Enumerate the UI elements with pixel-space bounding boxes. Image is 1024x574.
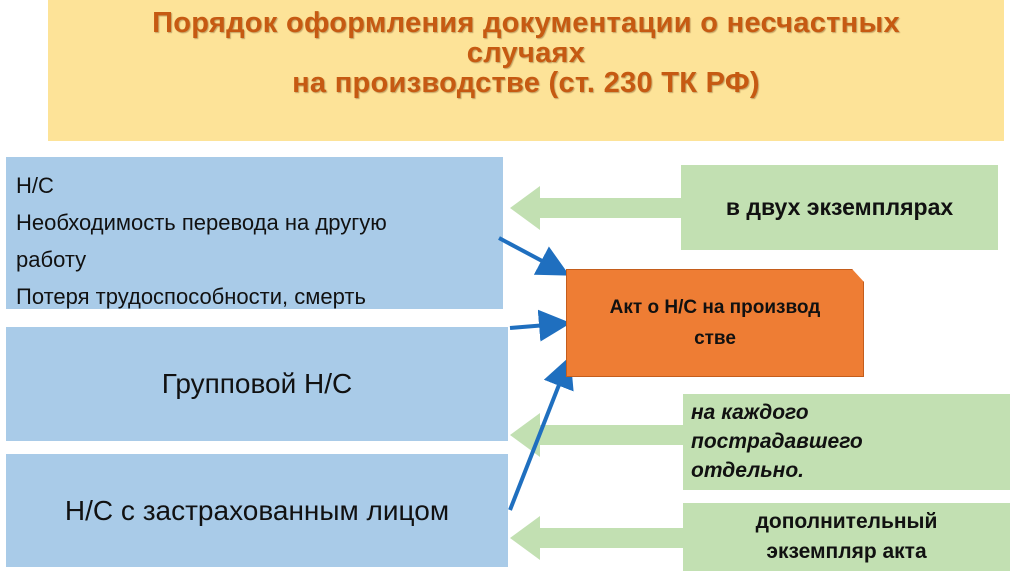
criteria-line-3: работу [16, 247, 87, 272]
title-banner: Порядок оформления документации о несчас… [48, 0, 1004, 141]
group-accident-label: Групповой Н/С [161, 368, 353, 399]
green-arrow-top [510, 186, 681, 230]
each-victim-line-2: пострадавшего [691, 430, 863, 453]
blue-arrow-group [509, 309, 571, 342]
criteria-line-4: Потеря трудоспособности, смерть [16, 284, 366, 309]
two-copies-box: в двух экземплярах [681, 165, 998, 250]
act-line-1: Акт о Н/С на производ [609, 297, 821, 318]
insured-accident-box: Н/С с застрахованным лицом [6, 454, 508, 567]
green-arrow-middle [510, 413, 683, 457]
extra-copy-box: дополнительный экземпляр акта [683, 503, 1010, 571]
title-line-2: случаях [466, 37, 586, 69]
criteria-line-2: Необходимость перевода на другую [16, 210, 387, 235]
accident-act-box: Акт о Н/С на производ стве [566, 269, 864, 377]
extra-copy-line-2: экземпляр акта [766, 540, 927, 563]
blue-arrow-insured [508, 355, 574, 511]
insured-accident-label: Н/С с застрахованным лицом [64, 494, 450, 526]
accident-criteria-box: Н/С Необходимость перевода на другую раб… [6, 157, 503, 309]
each-victim-box: на каждого пострадавшего отдельно. [683, 394, 1010, 490]
blue-arrow-criteria [498, 236, 570, 276]
title-line-1: Порядок оформления документации о несчас… [152, 7, 900, 39]
each-victim-line-3: отдельно. [691, 459, 805, 482]
title-line-3: на производстве (ст. 230 ТК РФ) [292, 67, 760, 99]
extra-copy-line-1: дополнительный [755, 510, 938, 533]
act-line-2: стве [694, 328, 736, 349]
each-victim-line-1: на каждого [691, 401, 809, 424]
two-copies-label: в двух экземплярах [725, 194, 954, 220]
criteria-line-1: Н/С [16, 173, 54, 198]
green-arrow-bottom [510, 516, 683, 560]
group-accident-box: Групповой Н/С [6, 327, 508, 441]
